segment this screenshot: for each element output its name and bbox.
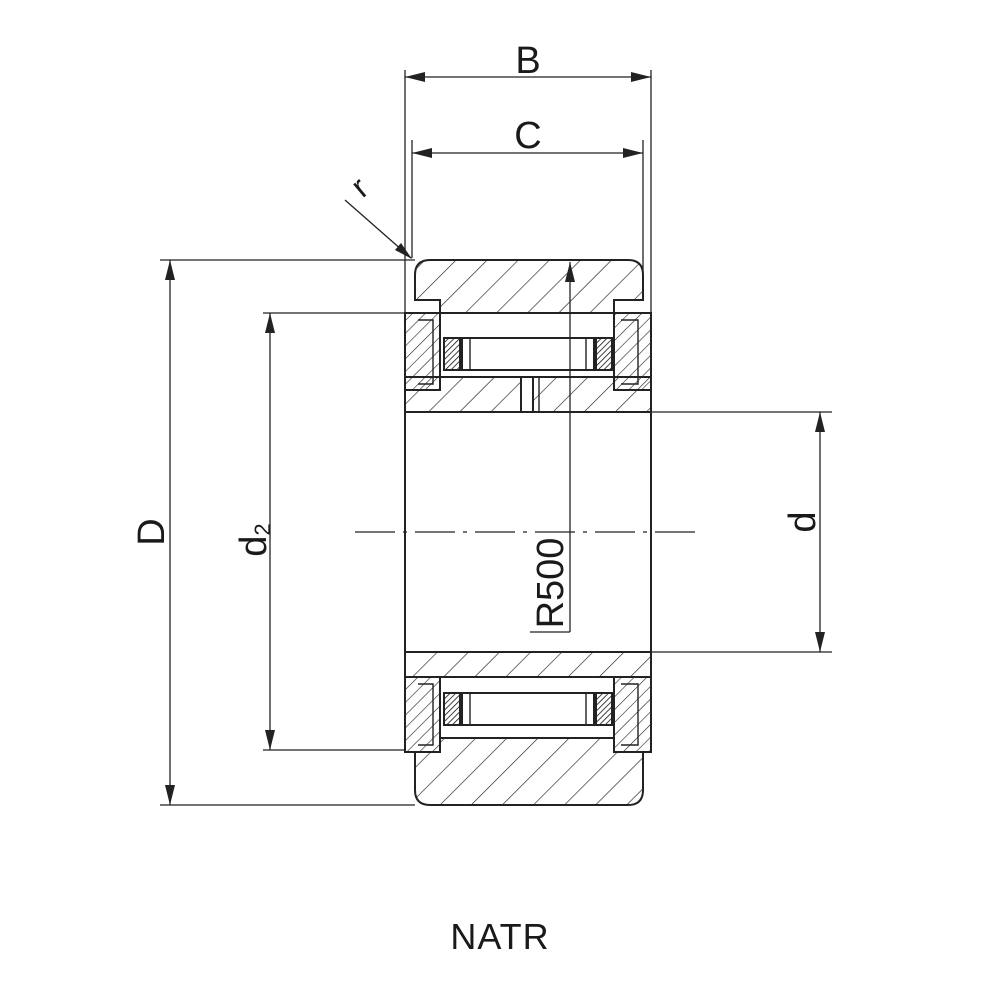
dimension-d2 (265, 313, 275, 750)
label-d2: d2 (233, 523, 275, 556)
seal-top-left (443, 337, 461, 371)
dimension-C (412, 148, 643, 158)
seal-bottom-right (595, 692, 613, 726)
label-C: C (514, 115, 541, 157)
washer-bottom-right (613, 676, 652, 753)
seal-bottom-left (443, 692, 461, 726)
washer-top-left (404, 312, 441, 391)
outer-ring-top (414, 259, 644, 314)
outer-ring-bottom (414, 737, 644, 806)
washer-top-right (613, 312, 652, 391)
label-R500: R500 (530, 538, 572, 629)
bearing-type-caption: NATR (450, 916, 550, 957)
label-r: r (344, 170, 376, 205)
washer-bottom-left (404, 676, 441, 753)
roller-bottom (461, 692, 595, 726)
roller-top (461, 337, 595, 371)
seal-top-right (595, 337, 613, 371)
dimension-R500 (530, 262, 575, 633)
dimension-r-leader (344, 199, 412, 259)
label-d: d (782, 511, 824, 532)
dimension-D (165, 260, 175, 805)
label-D: D (131, 518, 173, 545)
label-B: B (515, 40, 540, 82)
dimension-d (815, 412, 825, 652)
inner-ring-bottom (404, 651, 652, 678)
dimension-B (405, 72, 651, 82)
